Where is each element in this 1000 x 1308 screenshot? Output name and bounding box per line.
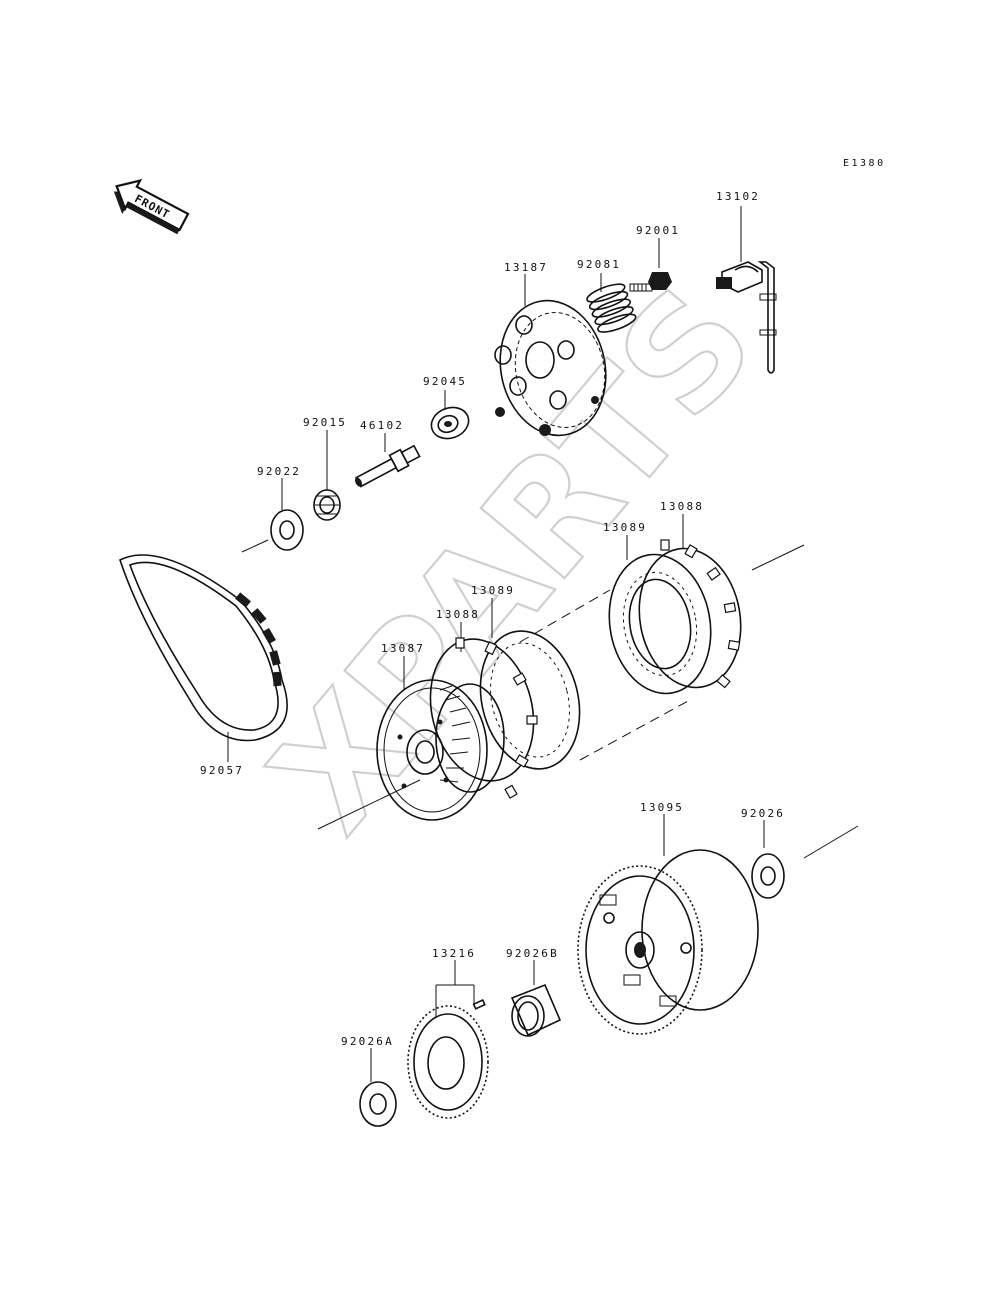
label-92045: 92045 <box>423 375 467 388</box>
part-13216-primary-gear <box>407 960 489 1119</box>
label-92057: 92057 <box>200 764 244 777</box>
part-46102-pushrod <box>354 433 421 488</box>
label-13089-right: 13089 <box>603 521 647 534</box>
part-92057-drive-chain <box>119 554 288 762</box>
part-13089-13088-plate-stack <box>608 514 805 695</box>
label-13216: 13216 <box>432 947 476 960</box>
label-92026A: 92026A <box>341 1035 394 1048</box>
label-13087: 13087 <box>381 642 425 655</box>
part-92022-washer <box>241 478 304 553</box>
front-arrow-icon: FRONT <box>113 178 190 235</box>
label-13089-left: 13089 <box>471 584 515 597</box>
label-13187: 13187 <box>504 261 548 274</box>
label-92022: 92022 <box>257 465 301 478</box>
label-13095: 13095 <box>640 801 684 814</box>
part-92001-bolt <box>629 238 672 292</box>
label-92001: 92001 <box>636 224 680 237</box>
part-92026-washer <box>751 820 859 899</box>
label-13088-left: 13088 <box>436 608 480 621</box>
part-13088-13089-plate-stack <box>429 598 581 799</box>
label-92015: 92015 <box>303 416 347 429</box>
label-92026: 92026 <box>741 807 785 820</box>
part-92081-spring <box>586 273 637 333</box>
part-13087-clutch-hub <box>317 589 691 830</box>
label-92081: 92081 <box>577 258 621 271</box>
diagram-ref-code: E1380 <box>843 158 886 169</box>
part-13187-pressure-plate <box>494 274 607 437</box>
label-13088-right: 13088 <box>660 500 704 513</box>
part-13102-release-shaft <box>716 206 777 374</box>
part-92045-bearing <box>430 390 470 440</box>
part-92026B-collar <box>510 960 562 1037</box>
part-92026A-washer <box>359 1048 397 1127</box>
label-13102: 13102 <box>716 190 760 203</box>
part-92015-nut <box>313 430 341 521</box>
label-46102: 46102 <box>360 419 404 432</box>
part-13095-clutch-housing <box>577 814 759 1035</box>
label-92026B: 92026B <box>506 947 559 960</box>
